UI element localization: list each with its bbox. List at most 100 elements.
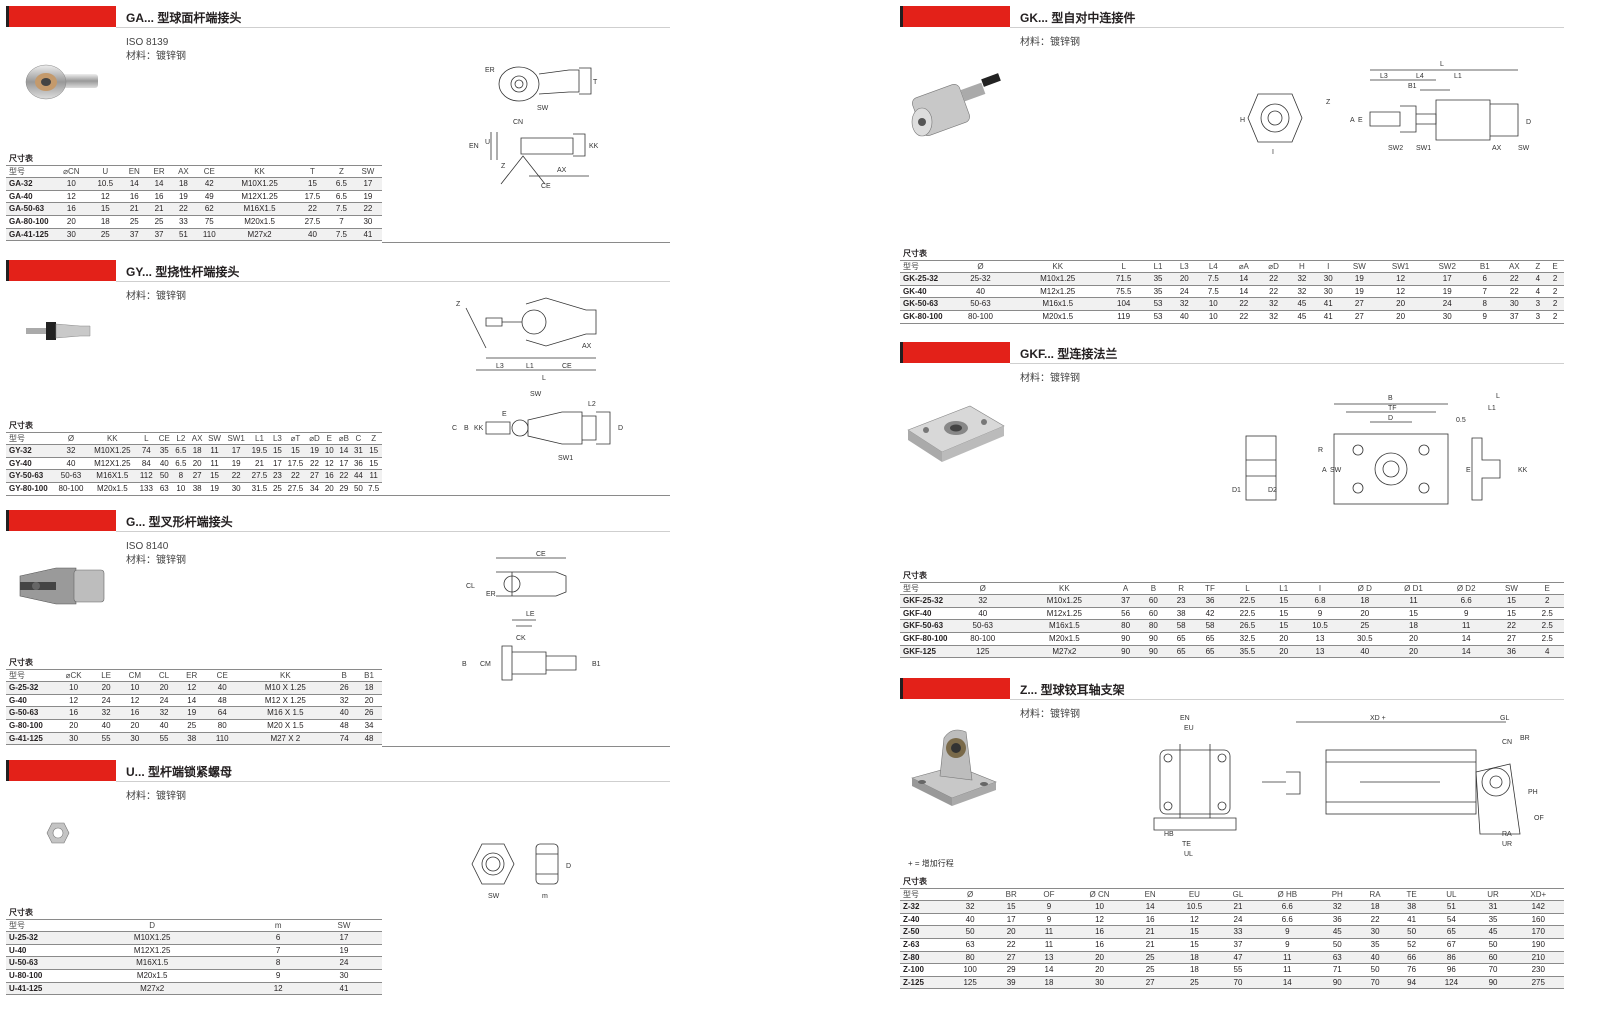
u-value-cell: 9 (250, 968, 306, 983)
u-value-cell: 7 (250, 943, 306, 957)
gk-h-15: AX (1508, 261, 1520, 271)
z-value-cell: 40 (1356, 950, 1394, 964)
gk-value-cell: 41 (1315, 297, 1342, 311)
ga-value-cell: 18 (88, 214, 122, 229)
ga-h-4: ER (153, 166, 165, 176)
g-value-cell: 80 (206, 718, 239, 733)
z-value-cell: 86 (1429, 950, 1474, 964)
gy-value-cell: 19 (223, 456, 249, 470)
g-h-1: ⌀CK (65, 670, 82, 680)
gk-value-cell: 37 (1499, 309, 1530, 324)
g-red-bar (6, 510, 116, 531)
gk-value-cell: 2 (1546, 284, 1564, 298)
z-value-cell: 12 (1067, 912, 1132, 926)
gkf-value-cell: 14 (1439, 644, 1493, 659)
gkf-value-cell: 9 (1297, 606, 1343, 620)
gkf-value-cell: M16x1.5 (1017, 619, 1112, 633)
z-value-cell: 210 (1512, 950, 1564, 964)
g-value-cell: 24 (150, 693, 178, 707)
svg-text:L: L (542, 375, 546, 382)
gy-value-cell: 15 (365, 444, 382, 458)
svg-text:KK: KK (1518, 467, 1528, 474)
svg-text:D: D (1388, 415, 1393, 422)
svg-text:L1: L1 (1488, 405, 1496, 412)
svg-text:A: A (1322, 467, 1327, 474)
gkf-h-12: Ø D2 (1456, 583, 1476, 593)
z-value-cell: 9 (1030, 912, 1068, 926)
gkf-value-cell: 80-100 (948, 631, 1018, 646)
gy-h-16: Z (371, 433, 377, 443)
gk-h-4: L1 (1153, 261, 1163, 271)
gkf-value-cell: M10x1.25 (1017, 594, 1112, 608)
svg-text:U: U (485, 139, 490, 146)
svg-text:AX: AX (557, 167, 567, 174)
z-value-cell: 29 (992, 963, 1031, 977)
z-value-cell: 32 (948, 900, 993, 914)
gy-value-cell: 11 (205, 456, 224, 470)
z-value-cell: 10.5 (1169, 900, 1220, 914)
g-value-cell: 19 (177, 706, 207, 720)
gkf-value-cell: 90 (1111, 644, 1140, 659)
gk-value-cell: 2 (1546, 297, 1564, 311)
ga-model-cell: GA-40 (6, 189, 54, 203)
u-material: 材料：镀锌钢 (126, 791, 186, 802)
z-model-cell: Z-50 (900, 925, 948, 939)
u-product-photo (46, 822, 70, 849)
gy-value-cell: 15 (205, 469, 224, 483)
ga-value-cell: 16 (54, 202, 89, 216)
g-value-cell: 20 (54, 718, 94, 733)
u-model-cell: U-41-125 (6, 981, 54, 996)
gy-value-cell: 27.5 (248, 469, 271, 483)
z-value-cell: 100 (948, 963, 993, 977)
u-value-cell: 30 (305, 968, 382, 983)
z-value-cell: 21 (1131, 937, 1170, 952)
g-value-cell: 40 (206, 681, 239, 695)
gy-value-cell: M20x1.5 (88, 481, 137, 496)
svg-text:L2: L2 (588, 401, 596, 408)
gy-value-cell: 34 (306, 481, 323, 496)
g-value-cell: M12 X 1.25 (238, 693, 333, 707)
ga-model-cell: GA-50-63 (6, 202, 54, 216)
gy-value-cell: 17 (270, 456, 285, 470)
gk-h-13: SW2 (1438, 261, 1456, 271)
gkf-value-cell: 11 (1387, 594, 1440, 608)
z-model-cell: Z-32 (900, 900, 948, 914)
gy-red-bar (6, 260, 116, 281)
gy-value-cell: 8 (172, 469, 190, 483)
gk-value-cell: 20 (1377, 297, 1424, 311)
gk-model-cell: GK-25-32 (900, 272, 948, 286)
gy-h-14: ⌀B (338, 433, 349, 443)
z-value-cell: 13 (1030, 950, 1068, 964)
gy-value-cell: 10 (322, 444, 337, 458)
gk-table-caption: 尺寸表 (900, 248, 1564, 261)
gkf-value-cell: M20x1.5 (1017, 631, 1112, 646)
z-h-5: EN (1144, 889, 1156, 899)
u-model-cell: U-40 (6, 943, 54, 957)
gk-value-cell: 32 (1288, 284, 1316, 298)
svg-text:CM: CM (480, 661, 491, 668)
gkf-value-cell: 20 (1269, 644, 1298, 659)
ga-value-cell: 16 (121, 189, 147, 203)
gk-value-cell: 22 (1258, 284, 1289, 298)
svg-text:L: L (1496, 393, 1500, 400)
z-value-cell: 36 (1318, 912, 1357, 926)
gk-value-cell: 32 (1258, 297, 1289, 311)
gkf-value-cell: 35.5 (1225, 644, 1270, 659)
gy-value-cell: 14 (336, 444, 352, 458)
g-value-cell: 32 (93, 706, 120, 720)
u-value-cell: M16X1.5 (54, 956, 251, 970)
gy-value-cell: 6.5 (172, 456, 190, 470)
z-value-cell: 9 (1256, 925, 1319, 939)
z-value-cell: 15 (1169, 937, 1220, 952)
u-value-cell: M12X1.25 (54, 943, 251, 957)
gkf-value-cell: 2.5 (1530, 631, 1564, 646)
gkf-value-cell: 40 (1342, 644, 1388, 659)
g-value-cell: 12 (119, 693, 151, 707)
gk-value-cell: M12x1.25 (1012, 284, 1103, 298)
u-h-3: SW (337, 920, 351, 930)
